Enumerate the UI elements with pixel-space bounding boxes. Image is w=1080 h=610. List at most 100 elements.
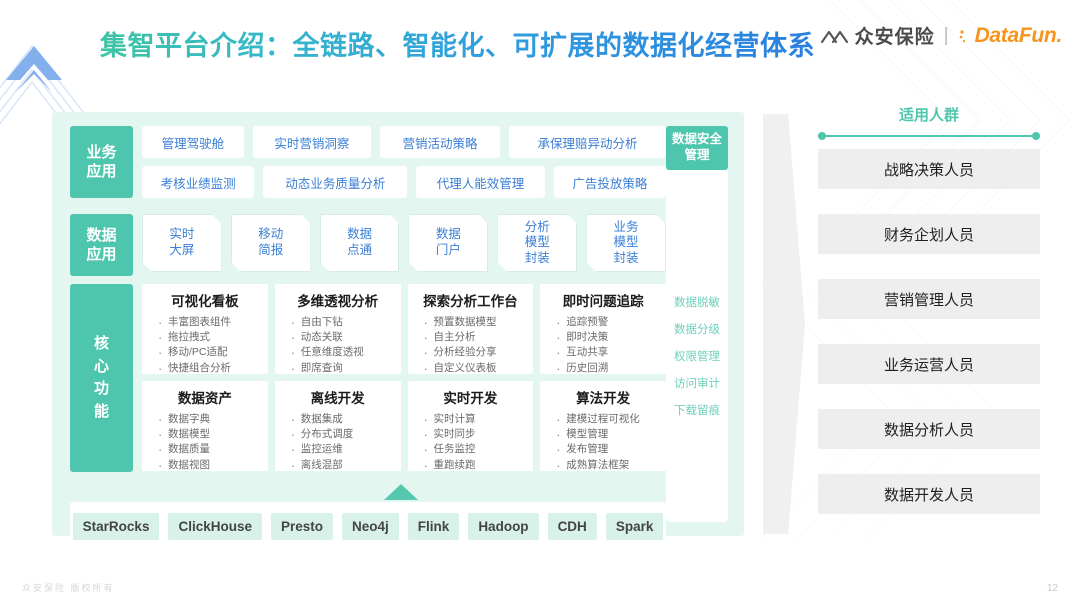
business-item[interactable]: 动态业务质量分析 bbox=[263, 166, 408, 198]
business-item[interactable]: 营销活动策略 bbox=[379, 126, 501, 158]
security-item[interactable]: 数据脱敏 bbox=[674, 297, 720, 309]
layer-label-core-functions: 核 心 功 能 bbox=[70, 284, 133, 472]
business-item[interactable]: 管理驾驶舱 bbox=[142, 126, 244, 158]
tech-chip[interactable]: Presto bbox=[271, 512, 334, 540]
core-card-bullets: 实时计算 实时同步 任务监控 重跑续跑 bbox=[413, 411, 529, 476]
core-card-title: 实时开发 bbox=[443, 391, 498, 406]
core-card-bullets: 自由下钻 动态关联 任意维度透视 即席查询 bbox=[280, 314, 396, 379]
data-security-column: 数据安全 管理 数据脱敏 数据分级 权限管理 访问审计 下载留痕 bbox=[666, 126, 728, 522]
core-card[interactable]: 算法开发 建模过程可视化 模型管理 发布管理 成熟算法框架 bbox=[540, 381, 666, 476]
tech-chip[interactable]: ClickHouse bbox=[168, 512, 262, 540]
zhongan-label: 众安保险 bbox=[854, 27, 935, 48]
layer-label-data-application: 数据 应用 bbox=[70, 214, 133, 276]
core-bullet: 数据质量 bbox=[157, 441, 263, 460]
brand-separator: | bbox=[943, 24, 949, 46]
data-app-item[interactable]: 实时 大屏 bbox=[142, 214, 222, 272]
audience-item[interactable]: 数据开发人员 bbox=[818, 474, 1040, 514]
data-app-item[interactable]: 移动 简报 bbox=[231, 214, 311, 272]
core-bullet: 重跑续跑 bbox=[423, 457, 529, 476]
target-audience-panel: 适用人群 战略决策人员 财务企划人员 营销管理人员 业务运营人员 数据分析人员 … bbox=[818, 104, 1040, 514]
security-item[interactable]: 权限管理 bbox=[674, 351, 720, 363]
business-item[interactable]: 考核业绩监测 bbox=[142, 166, 255, 198]
page-title: 集智平台介绍：全链路、智能化、可扩展的数据化经营体系 bbox=[100, 24, 815, 63]
zhongan-mark-icon bbox=[820, 30, 848, 43]
core-bullet: 追踪预警 bbox=[555, 314, 661, 333]
core-functions-grid: 可视化看板 丰富图表组件 拖拉拽式 移动/PC适配 快捷组合分析 多维透视分析 … bbox=[142, 284, 666, 476]
core-card[interactable]: 离线开发 数据集成 分布式调度 监控运维 离线混部 bbox=[274, 381, 401, 476]
core-bullet: 动态关联 bbox=[290, 329, 396, 348]
core-card-bullets: 建模过程可视化 模型管理 发布管理 成熟算法框架 bbox=[545, 411, 661, 476]
core-bullet: 实时计算 bbox=[423, 411, 529, 430]
core-card[interactable]: 多维透视分析 自由下钻 动态关联 任意维度透视 即席查询 bbox=[274, 284, 401, 379]
divider-dot-right bbox=[1032, 132, 1040, 140]
core-card[interactable]: 可视化看板 丰富图表组件 拖拉拽式 移动/PC适配 快捷组合分析 bbox=[142, 284, 268, 379]
core-card-bullets: 追踪预警 即时决策 互动共享 历史回溯 bbox=[545, 314, 661, 379]
core-card-bullets: 预置数据模型 自主分析 分析经验分享 自定义仪表板 bbox=[413, 314, 529, 379]
footer-copyright: 众安保险 版权所有 bbox=[22, 583, 115, 593]
core-card-title: 即时问题追踪 bbox=[562, 294, 644, 309]
business-row-2: 考核业绩监测 动态业务质量分析 代理人能效管理 广告投放策略 bbox=[142, 166, 666, 198]
core-card[interactable]: 探索分析工作台 预置数据模型 自主分析 分析经验分享 自定义仪表板 bbox=[407, 284, 534, 379]
core-card-title: 离线开发 bbox=[310, 391, 365, 406]
tech-chip[interactable]: Spark bbox=[605, 512, 664, 540]
business-item[interactable]: 代理人能效管理 bbox=[416, 166, 545, 198]
core-bullet: 监控运维 bbox=[290, 441, 396, 460]
audience-title: 适用人群 bbox=[898, 107, 959, 124]
audience-item[interactable]: 数据分析人员 bbox=[818, 409, 1040, 449]
core-card-title: 算法开发 bbox=[576, 391, 631, 406]
datafun-logo: DataFun. bbox=[958, 24, 1062, 48]
tech-chip[interactable]: Neo4j bbox=[342, 512, 399, 540]
business-item[interactable]: 广告投放策略 bbox=[553, 166, 666, 198]
layer-label-business: 业务 应用 bbox=[70, 126, 133, 198]
core-bullet: 数据视图 bbox=[157, 457, 263, 476]
core-bullet: 自定义仪表板 bbox=[423, 360, 529, 379]
core-bullet: 拖拉拽式 bbox=[157, 329, 263, 348]
core-bullet: 发布管理 bbox=[555, 441, 661, 460]
core-bullet: 任务监控 bbox=[423, 441, 529, 460]
core-bullet: 互动共享 bbox=[555, 344, 661, 363]
tech-chip[interactable]: Hadoop bbox=[468, 512, 539, 540]
core-card-title: 多维透视分析 bbox=[297, 294, 379, 309]
core-bullet: 预置数据模型 bbox=[423, 314, 529, 333]
core-bullet: 数据集成 bbox=[290, 411, 396, 430]
data-app-item[interactable]: 业务 模型 封装 bbox=[586, 214, 666, 272]
core-card[interactable]: 实时开发 实时计算 实时同步 任务监控 重跑续跑 bbox=[407, 381, 534, 476]
tech-chip[interactable]: StarRocks bbox=[72, 512, 160, 540]
business-item[interactable]: 实时营销洞察 bbox=[252, 126, 371, 158]
core-bullet: 数据字典 bbox=[157, 411, 263, 430]
audience-item[interactable]: 财务企划人员 bbox=[818, 214, 1040, 254]
tech-chip[interactable]: Flink bbox=[407, 512, 460, 540]
business-item[interactable]: 承保理赔异动分析 bbox=[509, 126, 666, 158]
right-arrow-connector-icon bbox=[763, 114, 805, 534]
core-bullet: 模型管理 bbox=[555, 426, 661, 445]
core-card-bullets: 数据字典 数据模型 数据质量 数据视图 bbox=[147, 411, 263, 476]
core-card[interactable]: 即时问题追踪 追踪预警 即时决策 互动共享 历史回溯 bbox=[540, 284, 666, 379]
slide-header: 集智平台介绍：全链路、智能化、可扩展的数据化经营体系 众安保险 | DataFu… bbox=[0, 0, 1080, 92]
core-bullet: 快捷组合分析 bbox=[157, 360, 263, 379]
datafun-label: DataFun. bbox=[974, 23, 1063, 47]
data-app-item[interactable]: 分析 模型 封装 bbox=[497, 214, 577, 272]
core-card-title: 可视化看板 bbox=[171, 294, 239, 309]
audience-divider bbox=[818, 132, 1040, 140]
data-app-item[interactable]: 数据 点通 bbox=[320, 214, 400, 272]
data-app-item[interactable]: 数据 门户 bbox=[408, 214, 488, 272]
core-card-bullets: 丰富图表组件 拖拉拽式 移动/PC适配 快捷组合分析 bbox=[147, 314, 263, 379]
platform-architecture-panel: 业务 应用 管理驾驶舱 实时营销洞察 营销活动策略 承保理赔异动分析 考核业绩监… bbox=[52, 112, 744, 550]
core-bullet: 建模过程可视化 bbox=[555, 411, 661, 430]
security-item[interactable]: 访问审计 bbox=[674, 378, 720, 390]
tech-chip[interactable]: CDH bbox=[547, 512, 597, 540]
data-application-grid: 实时 大屏 移动 简报 数据 点通 数据 门户 分析 模型 封装 业务 模型 封… bbox=[142, 214, 666, 272]
audience-item[interactable]: 战略决策人员 bbox=[818, 149, 1040, 189]
core-card-title: 数据资产 bbox=[177, 391, 232, 406]
datafun-mark-icon bbox=[959, 29, 965, 42]
audience-item[interactable]: 业务运营人员 bbox=[818, 344, 1040, 384]
data-security-header: 数据安全 管理 bbox=[666, 126, 728, 170]
core-card[interactable]: 数据资产 数据字典 数据模型 数据质量 数据视图 bbox=[142, 381, 268, 476]
core-bullet: 移动/PC适配 bbox=[157, 344, 263, 363]
audience-item[interactable]: 营销管理人员 bbox=[818, 279, 1040, 319]
business-row-1: 管理驾驶舱 实时营销洞察 营销活动策略 承保理赔异动分析 bbox=[142, 126, 666, 158]
core-bullet: 丰富图表组件 bbox=[157, 314, 263, 333]
security-item[interactable]: 数据分级 bbox=[674, 324, 720, 336]
security-item[interactable]: 下载留痕 bbox=[674, 405, 720, 417]
core-bullet: 即时决策 bbox=[555, 329, 661, 348]
